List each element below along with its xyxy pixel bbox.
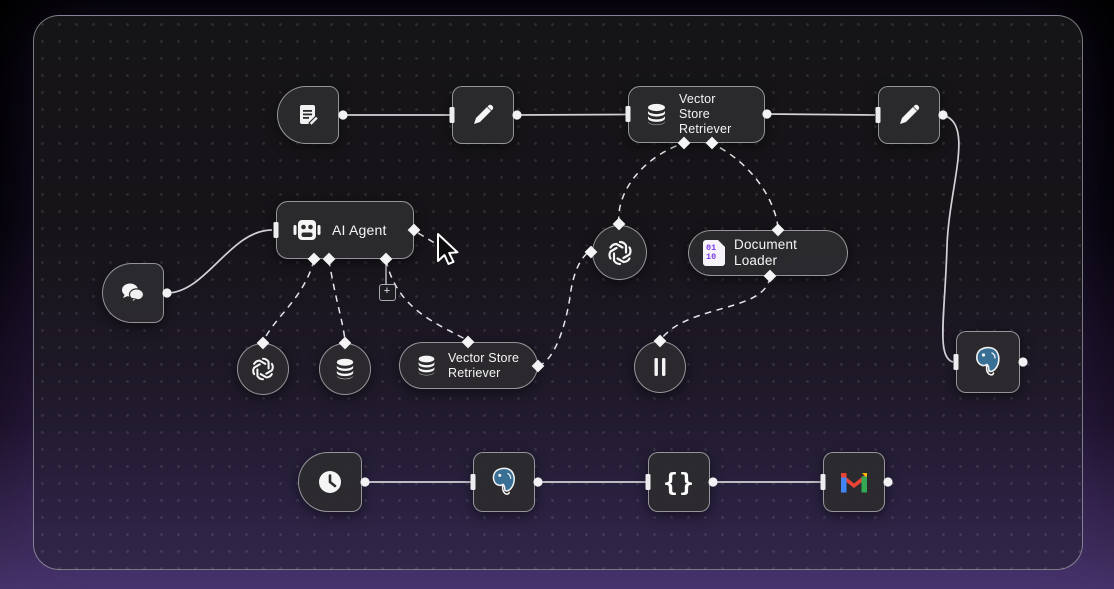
add-connection-button[interactable]: + <box>378 284 396 301</box>
node-label: Vector Store Retriever <box>679 92 732 136</box>
edge-loader-to-retriever-top[interactable] <box>714 144 779 229</box>
edge-agent-to-openai-left[interactable] <box>263 259 315 341</box>
edge-agent-to-memory[interactable] <box>328 259 346 341</box>
clock-icon <box>316 468 344 496</box>
database-icon <box>414 353 439 378</box>
chat-bubbles-icon <box>119 279 147 307</box>
edge-loader-to-splitter[interactable] <box>661 276 771 339</box>
curly-braces-icon: {} <box>662 467 696 497</box>
pause-bars-icon <box>649 355 671 379</box>
node-vector-store-retriever-top[interactable]: Vector Store Retriever <box>628 86 765 143</box>
node-schedule-trigger[interactable] <box>298 452 362 512</box>
database-icon <box>332 356 358 382</box>
node-memory-database[interactable] <box>319 343 371 395</box>
postgresql-icon <box>487 465 521 499</box>
edge-edit1-to-retriever[interactable] <box>516 113 627 116</box>
node-label: Vector Store Retriever <box>448 350 520 380</box>
edge-openai-to-retriever-top[interactable] <box>618 143 682 224</box>
postgresql-icon <box>970 344 1006 380</box>
node-chat-trigger[interactable] <box>102 263 164 323</box>
node-document-loader[interactable]: 01 10 Document Loader <box>688 230 848 276</box>
edge-chat-to-agent[interactable] <box>166 229 273 294</box>
node-gmail[interactable] <box>823 452 885 512</box>
node-text-splitter[interactable] <box>634 341 686 393</box>
node-openai-model-right[interactable] <box>592 225 647 280</box>
node-label: Document Loader <box>734 237 798 268</box>
binary-file-icon: 01 10 <box>703 240 725 266</box>
node-openai-model-left[interactable] <box>237 343 289 395</box>
input-notches[interactable] <box>273 106 959 490</box>
gmail-icon <box>838 469 870 495</box>
output-port[interactable] <box>338 110 348 120</box>
node-edit-fields-1[interactable] <box>452 86 514 144</box>
database-icon <box>643 101 670 128</box>
edge-agent-to-retriever-mid[interactable] <box>385 259 466 340</box>
pencil-icon <box>896 102 922 128</box>
edge-retriever-to-edit2[interactable] <box>766 113 876 116</box>
node-postgres-right[interactable] <box>956 331 1020 393</box>
node-label: AI Agent <box>332 221 387 238</box>
edge-edit2-to-postgres[interactable] <box>942 114 960 363</box>
openai-icon <box>249 355 277 383</box>
node-vector-store-retriever-mid[interactable]: Vector Store Retriever <box>399 342 538 389</box>
node-form-trigger[interactable] <box>277 86 339 144</box>
edge-retriever-mid-to-openai[interactable] <box>537 251 590 367</box>
workflow-canvas[interactable]: Vector Store Retriever AI Agent 01 10 Do… <box>33 15 1083 570</box>
output-dots[interactable] <box>162 109 1028 487</box>
node-edit-fields-2[interactable] <box>878 86 940 144</box>
node-code[interactable]: {} <box>648 452 710 512</box>
pencil-icon <box>470 102 496 128</box>
edge-agent-stub[interactable] <box>417 232 439 246</box>
robot-icon <box>291 215 323 245</box>
solid-edges[interactable] <box>166 113 960 483</box>
form-document-icon <box>295 102 321 128</box>
node-ai-agent[interactable]: AI Agent <box>276 201 414 259</box>
mouse-cursor <box>437 233 459 265</box>
openai-icon <box>605 238 635 268</box>
node-postgres-bottom[interactable] <box>473 452 535 512</box>
